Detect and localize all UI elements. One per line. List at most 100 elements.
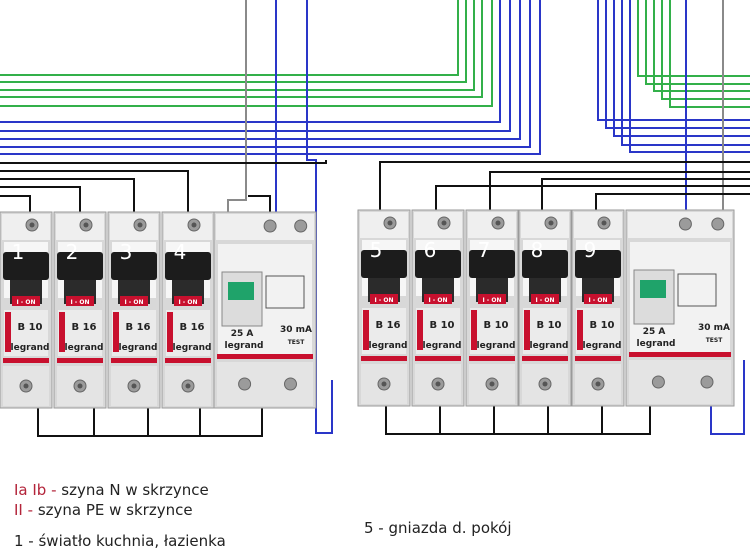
blue-wire-right-4 [621, 0, 750, 146]
rcd-bottom-terminal [629, 360, 731, 404]
terminal-screw-bottom-hole [185, 383, 191, 389]
gray-feed-left [227, 0, 247, 214]
blue-wire-left-2 [0, 0, 511, 132]
rcd-screw-bottom-1 [651, 375, 665, 389]
breaker-side-strip [59, 312, 65, 352]
breaker-lower-face [166, 310, 210, 356]
breaker-brand: legrand [583, 341, 622, 351]
terminal-screw-bottom-hole [23, 383, 29, 389]
black-feeder-top [0, 160, 327, 164]
breaker-state-label: I - ON [16, 299, 35, 306]
rcd-sensitivity: 30 mA [280, 325, 312, 335]
blue-wire-left-1 [0, 0, 501, 123]
breaker-brand-stripe [165, 358, 211, 363]
breaker-9: I - ON B 10 legrand 9 [571, 209, 625, 407]
breaker-2: I - ON B 16 legrand 2 [53, 211, 107, 409]
black-rcd-left-feed [248, 195, 271, 216]
black-feeder-4 [0, 170, 189, 214]
breaker-side-strip [363, 310, 369, 350]
breaker-toggle [469, 250, 515, 278]
breaker-brand: legrand [65, 343, 104, 353]
green-wire-left-2 [0, 0, 467, 83]
breaker-brand-stripe [3, 358, 49, 363]
breaker-on-strip [120, 296, 148, 306]
rcd-test-label: TEST [706, 337, 724, 344]
blue-wire-right-5 [629, 0, 750, 153]
rcd-schematic-box [677, 273, 717, 307]
rcd-screw-top-1 [678, 217, 692, 231]
green-wire-right-2 [645, 0, 750, 85]
breaker-toggle [522, 250, 568, 278]
breaker-lower-face [58, 310, 102, 356]
breaker-rating: B 10 [589, 320, 614, 331]
breaker-state-label: I - ON [70, 299, 89, 306]
breaker-number: 8 [531, 238, 544, 262]
rcd-current: 25 A [231, 329, 254, 339]
breaker-side-strip [417, 310, 423, 350]
rcd-current: 25 A [643, 327, 666, 337]
breaker-brand: legrand [530, 341, 569, 351]
terminal-screw-top-hole [29, 222, 35, 228]
terminal-screw-bottom-hole [77, 383, 83, 389]
breaker-brand-stripe [111, 358, 157, 363]
terminal-screw-bottom-hole [542, 381, 548, 387]
rcd-bottom-terminal [217, 362, 313, 406]
breaker-side-strip [524, 310, 530, 350]
breaker-rating: B 16 [125, 322, 150, 333]
terminal-screw-top-hole [137, 222, 143, 228]
blue-wire-left-3 [0, 0, 521, 140]
rcd-lever-window [640, 280, 666, 298]
rcd-schematic-box [265, 275, 305, 309]
rcd-screw-top-1 [263, 219, 277, 233]
breaker-number: 7 [478, 238, 491, 262]
rcd-brand: legrand [637, 339, 676, 349]
breaker-number: 9 [584, 238, 597, 262]
green-wire-left-4 [0, 0, 483, 98]
breaker-brand: legrand [369, 341, 408, 351]
terminal-screw-bottom-hole [381, 381, 387, 387]
breaker-on-strip [424, 294, 452, 304]
breaker-side-strip [167, 312, 173, 352]
breaker-rating: B 10 [483, 320, 508, 331]
breaker-brand-stripe [415, 356, 461, 361]
terminal-screw-top-hole [495, 220, 501, 226]
terminal-screw-top-hole [548, 220, 554, 226]
blue-wire-left-5 [0, 0, 541, 155]
green-wire-right-3 [653, 0, 750, 92]
terminal-screw-bottom-hole [489, 381, 495, 387]
breaker-on-strip [584, 294, 612, 304]
breaker-state-label: I - ON [178, 299, 197, 306]
breaker-number: 1 [12, 240, 25, 264]
breaker-number: 4 [174, 240, 187, 264]
rcd-screw-bottom-1 [238, 377, 252, 391]
breaker-brand-stripe [575, 356, 621, 361]
terminal-screw-bottom-hole [131, 383, 137, 389]
black-feeder-7 [489, 171, 750, 214]
black-feeder-5 [379, 161, 750, 214]
breaker-on-strip [12, 296, 40, 306]
black-feeder-3 [0, 178, 135, 214]
breaker-lower-face [362, 308, 406, 354]
rcd-screw-bottom-2 [700, 375, 714, 389]
terminal-screw-top-hole [387, 220, 393, 226]
breaker-rating: B 16 [71, 322, 96, 333]
breaker-side-strip [577, 310, 583, 350]
rcd-stripe [217, 354, 313, 359]
breaker-state-label: I - ON [588, 297, 607, 304]
rcd-lever-window [228, 282, 254, 300]
breaker-number: 3 [120, 240, 133, 264]
green-wire-left-1 [0, 0, 459, 76]
breaker-toggle [415, 250, 461, 278]
black-feeder-9 [595, 193, 750, 214]
breaker-brand: legrand [119, 343, 158, 353]
breaker-brand: legrand [11, 343, 50, 353]
breaker-number: 2 [66, 240, 79, 264]
breaker-rating: B 16 [179, 322, 204, 333]
breaker-brand-stripe [361, 356, 407, 361]
